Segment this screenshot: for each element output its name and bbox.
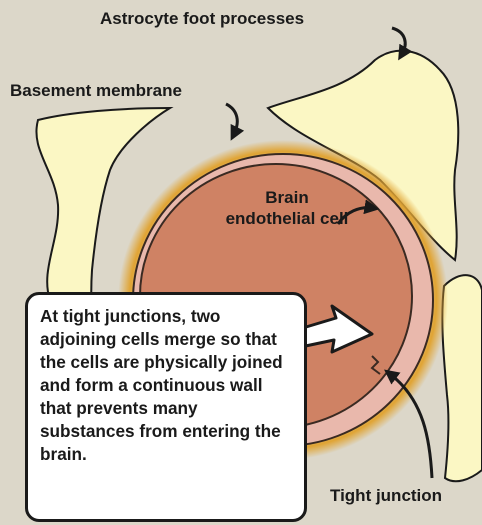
endothelial-cell-label: Brain endothelial cell — [222, 187, 352, 229]
callout-box: At tight junctions, two adjoining cells … — [25, 292, 307, 522]
tight-junction-label: Tight junction — [330, 486, 442, 506]
callout-text: At tight junctions, two adjoining cells … — [40, 306, 283, 464]
basement-arrow — [226, 104, 237, 134]
basement-membrane-label: Basement membrane — [10, 81, 182, 101]
astrocyte-process-right-lower — [442, 275, 482, 481]
astrocyte-label: Astrocyte foot processes — [100, 9, 304, 29]
